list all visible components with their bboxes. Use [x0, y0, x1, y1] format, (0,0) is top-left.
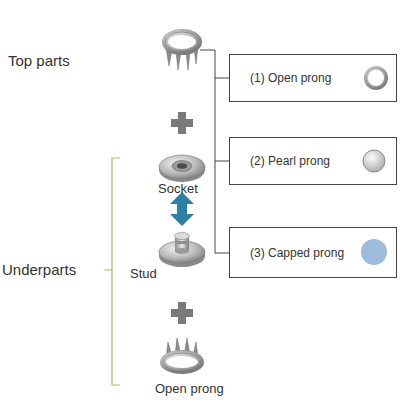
pearl-prong-icon [363, 150, 385, 172]
part-label: Underparts [2, 261, 76, 278]
part-label: Socket [158, 181, 198, 196]
open-prong-top [165, 32, 199, 70]
open-prong-bottom [163, 338, 201, 371]
bracket [104, 158, 120, 385]
plus-sign [171, 112, 193, 134]
part-label: Top parts [8, 52, 70, 69]
part-label: Open prong [155, 381, 224, 396]
option-label: (1) Open prong [230, 71, 331, 85]
stud-part [159, 233, 205, 268]
option-box: (1) Open prong [229, 54, 397, 102]
open-prong-icon [366, 68, 386, 88]
capped-prong-icon [361, 239, 387, 265]
plus-sign [171, 302, 193, 324]
option-box: (3) Capped prong [229, 227, 397, 278]
leader-line [200, 50, 229, 253]
snap-arrow [170, 192, 194, 226]
part-label: Stud [130, 266, 157, 281]
option-box: (2) Pearl prong [229, 137, 397, 185]
option-label: (2) Pearl prong [230, 154, 330, 168]
option-label: (3) Capped prong [230, 246, 344, 260]
open-prong-icon-edge [366, 68, 386, 88]
socket-part [159, 155, 205, 182]
